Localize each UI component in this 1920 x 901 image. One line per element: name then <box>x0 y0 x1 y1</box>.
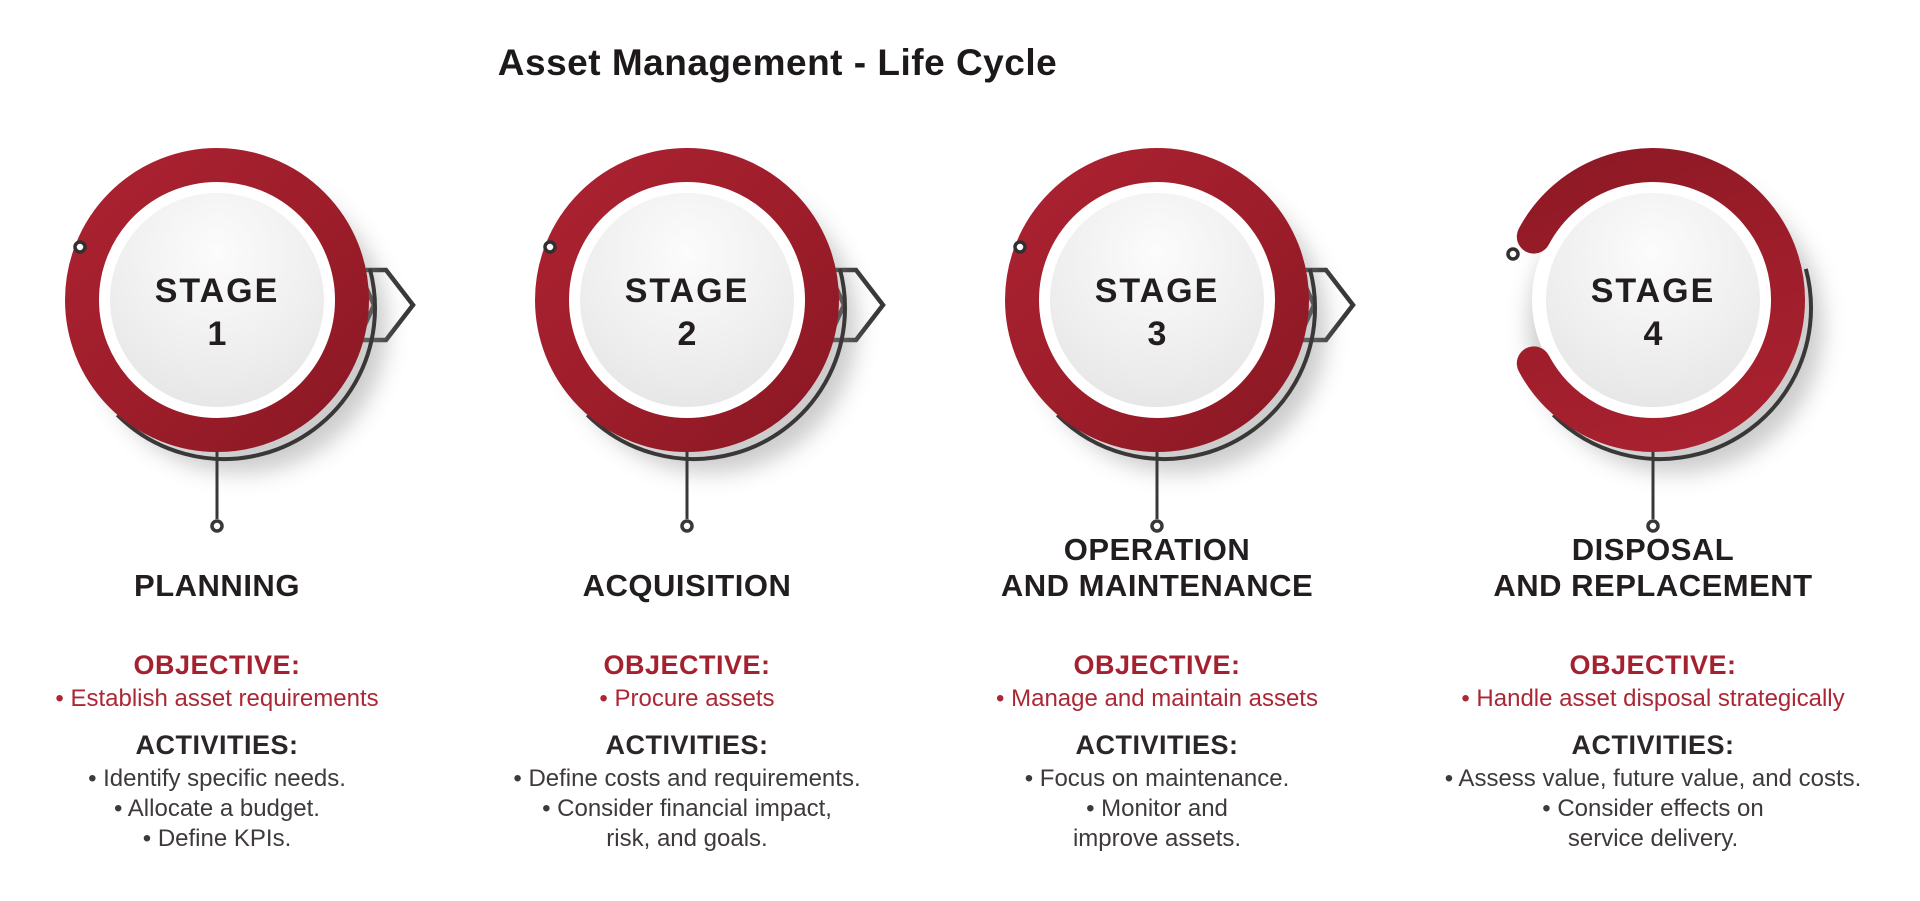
objective-item: • Procure assets <box>599 685 775 712</box>
stage-badge-number: 2 <box>678 315 697 353</box>
stage-2-section: STAGE 2 ACQUISITION OBJECTIVE: • Procure… <box>467 130 907 854</box>
red-ring-icon <box>1005 148 1309 452</box>
red-open-ring-icon <box>1501 148 1805 452</box>
stage-1-title: PLANNING <box>0 534 437 604</box>
stage-badge-number: 3 <box>1148 315 1167 353</box>
connector-end-dot-icon <box>210 519 224 533</box>
page-title: Asset Management - Life Cycle <box>497 42 1058 83</box>
activity-line: service delivery. <box>1567 825 1739 852</box>
stage-3-medallion: STAGE 3 <box>1005 148 1327 533</box>
stage-title-line: AND REPLACEMENT <box>1493 568 1813 603</box>
activities-heading: ACTIVITIES: <box>605 730 769 760</box>
activity-line: risk, and goals. <box>606 825 768 852</box>
offset-outline-arc <box>1507 155 1813 461</box>
offset-outline-arc <box>71 155 377 461</box>
stage-3-section: STAGE 3 OPERATION AND MAINTENANCE OBJECT… <box>937 130 1377 854</box>
progress-dot-icon <box>1506 247 1520 261</box>
objective-item: • Handle asset disposal strategically <box>1461 685 1845 712</box>
objective-heading: OBJECTIVE: <box>133 650 301 680</box>
stage-2-medallion: STAGE 2 <box>535 148 857 533</box>
inner-circle <box>580 193 794 407</box>
activity-line: • Define costs and requirements. <box>513 765 861 792</box>
stage-badge-word: STAGE <box>1591 272 1716 310</box>
stage-badge-number: 4 <box>1644 315 1663 353</box>
stage-4-section: STAGE 4 DISPOSAL AND REPLACEMENT OBJECTI… <box>1433 130 1873 854</box>
activities-list: • Identify specific needs. • Allocate a … <box>0 764 437 854</box>
activity-line: • Consider effects on <box>1542 795 1764 822</box>
connector-end-dot-icon <box>1646 519 1660 533</box>
stage-1-medallion: STAGE 1 <box>65 148 387 533</box>
activities-heading: ACTIVITIES: <box>1571 730 1735 760</box>
stage-badge-word: STAGE <box>625 272 750 310</box>
stage-4-medallion: STAGE 4 <box>1501 148 1823 533</box>
activity-line: • Allocate a budget. <box>114 795 320 822</box>
stage-3-title: OPERATION AND MAINTENANCE <box>937 532 1377 604</box>
stage-badge-number: 1 <box>208 315 227 353</box>
progress-dot-icon <box>543 240 557 254</box>
progress-dot-icon <box>73 240 87 254</box>
activities-heading: ACTIVITIES: <box>135 730 299 760</box>
stage-1-section: STAGE 1 PLANNING OBJECTIVE: • Establish … <box>0 130 437 854</box>
offset-outline-arc <box>1011 155 1317 461</box>
stage-title-line: AND MAINTENANCE <box>1000 568 1314 603</box>
activity-line: • Identify specific needs. <box>88 765 346 792</box>
connector-end-dot-icon <box>1150 519 1164 533</box>
activity-line: • Assess value, future value, and costs. <box>1444 765 1862 792</box>
inner-circle <box>1050 193 1264 407</box>
offset-outline-arc <box>541 155 847 461</box>
activities-list: • Focus on maintenance. • Monitor and im… <box>937 764 1377 854</box>
inner-circle <box>110 193 324 407</box>
stage-4-title: DISPOSAL AND REPLACEMENT <box>1433 532 1873 604</box>
connector-end-dot-icon <box>680 519 694 533</box>
stage-badge-word: STAGE <box>155 272 280 310</box>
stage-2-title: ACQUISITION <box>467 534 907 604</box>
stage-title-line: ACQUISITION <box>582 568 792 603</box>
red-ring-icon <box>535 148 839 452</box>
activities-heading: ACTIVITIES: <box>1075 730 1239 760</box>
activities-list: • Assess value, future value, and costs.… <box>1433 764 1873 854</box>
objective-heading: OBJECTIVE: <box>603 650 771 680</box>
objective-item: • Manage and maintain assets <box>996 685 1318 712</box>
stage-title-line: PLANNING <box>134 568 300 603</box>
activities-list: • Define costs and requirements. • Consi… <box>467 764 907 854</box>
stage-badge-word: STAGE <box>1095 272 1220 310</box>
stage-title-line: DISPOSAL <box>1571 532 1735 567</box>
objective-heading: OBJECTIVE: <box>1569 650 1737 680</box>
activity-line: • Focus on maintenance. <box>1024 765 1290 792</box>
activity-line: • Monitor and <box>1086 795 1228 822</box>
activity-line: improve assets. <box>1072 825 1242 852</box>
progress-dot-icon <box>1013 240 1027 254</box>
inner-circle <box>1546 193 1760 407</box>
stage-title-line: OPERATION <box>1063 532 1251 567</box>
objective-heading: OBJECTIVE: <box>1073 650 1241 680</box>
objective-item: • Establish asset requirements <box>55 685 379 712</box>
red-ring-icon <box>65 148 369 452</box>
activity-line: • Define KPIs. <box>142 825 292 852</box>
activity-line: • Consider financial impact, <box>542 795 832 822</box>
